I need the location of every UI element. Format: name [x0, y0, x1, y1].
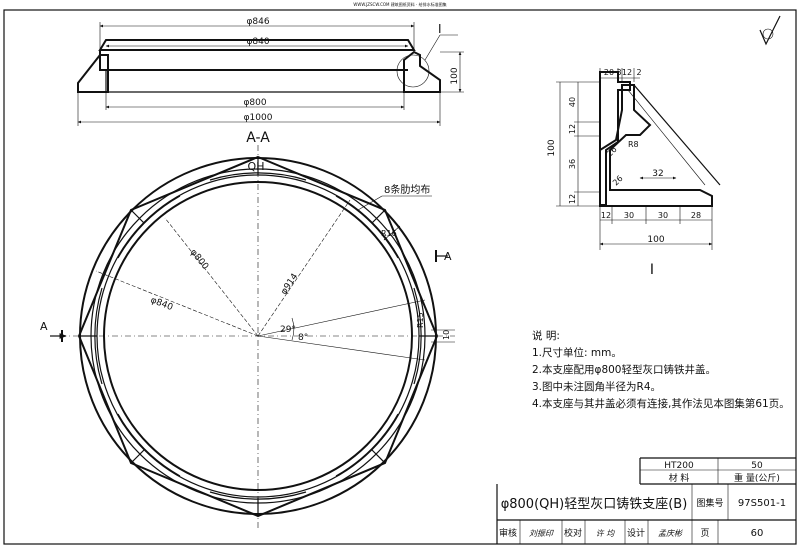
right-section-hatch — [403, 50, 441, 93]
notes-heading: 说 明: — [532, 330, 560, 342]
section-title: A-A — [246, 130, 270, 146]
dim-left-total: 100 — [547, 139, 557, 156]
dim-r26a: 26 — [605, 145, 619, 159]
detail-profile — [599, 84, 713, 207]
note-item-1: 1.尺寸单位: mm。 — [532, 347, 622, 359]
material-label: 材 料 — [669, 472, 690, 484]
check-label: 校对 — [564, 527, 582, 539]
dim-bottom-2: 30 — [658, 211, 668, 220]
dim-top-1: 3 — [616, 68, 621, 77]
dim-800: φ800 — [243, 98, 266, 108]
cut-marker-right: A — [444, 250, 452, 263]
dim-r16: R16 — [381, 229, 397, 238]
dim-bottom-total: 100 — [647, 235, 664, 245]
angle-8: 8° — [298, 333, 308, 343]
dim-h100: 100 — [450, 67, 460, 84]
dim-top-3: 2 — [636, 68, 641, 77]
title-block: HT200 50 材 料 重 量(公斤) φ800(QH)轻型灰口铸铁支座(B)… — [496, 457, 796, 544]
material-value: HT200 — [664, 461, 694, 471]
design-signature: 孟庆彬 — [658, 529, 683, 538]
detail-marker: I — [438, 22, 442, 36]
notes-block: 说 明: 1.尺寸单位: mm。 2.本支座配用φ800轻型灰口铸铁井盖。 3.… — [532, 328, 790, 413]
dim-plan-914: φ914 — [279, 272, 300, 297]
detail-circle — [396, 54, 430, 88]
dim-left-1: 12 — [568, 124, 577, 134]
left-section-hatch — [77, 54, 109, 93]
dim-left-0: 40 — [568, 97, 577, 107]
dim-plan-800: φ800 — [188, 248, 210, 272]
dim-840: φ840 — [246, 37, 269, 47]
dim-bottom-1: 30 — [624, 211, 634, 220]
section-view: I φ846 φ840 φ800 φ1000 100 A-A — [77, 17, 464, 146]
dim-bottom-0: 12 — [601, 211, 611, 220]
angle-29: 29° — [280, 325, 296, 335]
plan-view: QH φ840 φ800 φ914 29° 8° R16 R15 10 8条肋均… — [40, 145, 455, 530]
dim-left-2: 36 — [568, 159, 577, 169]
atlas-label: 图集号 — [696, 497, 723, 509]
review-label: 审核 — [499, 527, 517, 539]
dim-32: 32 — [652, 169, 663, 179]
note-item-4: 4.本支座与其井盖必须有连接,其作法见本图集第61页。 — [532, 398, 790, 410]
dim-bottom-3: 28 — [691, 211, 701, 220]
weight-value: 50 — [751, 461, 763, 471]
rib-note: 8条肋均布 — [384, 183, 430, 196]
dim-top-0: 20 — [604, 68, 614, 77]
dim-r8: R8 — [628, 140, 639, 149]
dim-1000: φ1000 — [244, 113, 273, 123]
page-label: 页 — [700, 528, 709, 539]
dim-r15: R15 — [416, 312, 425, 328]
dim-10: 10 — [442, 330, 451, 340]
cut-marker-left: A — [40, 320, 48, 333]
top-header: WWW.JZSCW.COM 建筑图纸资料 · 给排水标准图集 — [353, 1, 446, 7]
atlas-number: 97S501-1 — [738, 498, 786, 509]
dim-r26b: 26 — [611, 174, 625, 188]
sheet-border — [3, 9, 797, 545]
page-number: 60 — [751, 528, 764, 539]
note-item-3: 3.图中未注圆角半径为R4。 — [532, 381, 661, 393]
review-signature: 刘振印 — [529, 529, 554, 538]
detail-label: I — [650, 262, 654, 278]
design-label: 设计 — [627, 527, 645, 539]
note-item-2: 2.本支座配用φ800轻型灰口铸铁井盖。 — [532, 364, 716, 376]
check-signature: 许 均 — [596, 529, 616, 538]
weight-label: 重 量(公斤) — [734, 472, 780, 484]
dim-plan-840: φ840 — [149, 295, 174, 313]
logo-text: QH — [248, 160, 265, 173]
dim-top-2: 12 — [622, 68, 632, 77]
dim-left-3: 12 — [568, 194, 577, 204]
roughness-symbol — [759, 15, 781, 46]
dim-846: φ846 — [246, 17, 269, 27]
drawing-title: φ800(QH)轻型灰口铸铁支座(B) — [501, 496, 688, 512]
